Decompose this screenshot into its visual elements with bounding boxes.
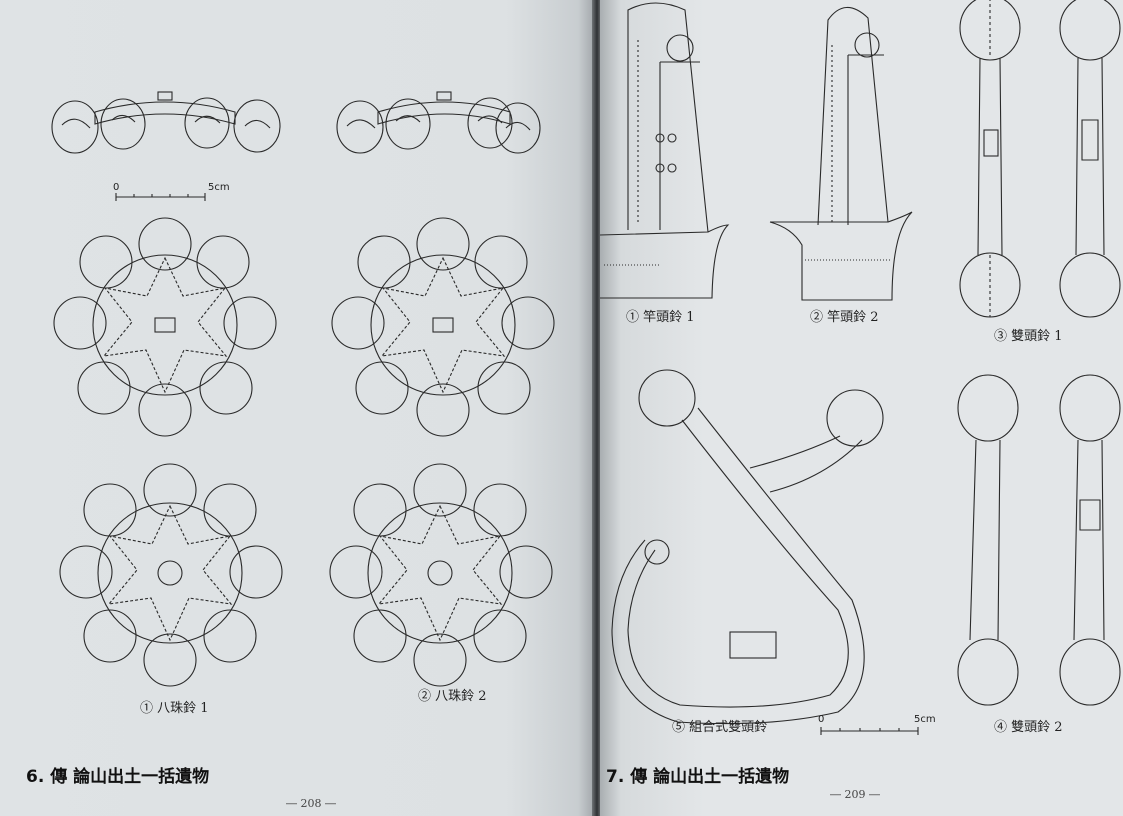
scale-bar-right [820,727,919,735]
double-headed-bell-1 [959,0,1121,318]
scale-end-label: 5cm [208,182,230,193]
figure-caption: ① 八珠鈴 1 [140,701,209,716]
double-headed-bell-2 [957,374,1121,706]
pole-top-bell-2 [769,6,913,301]
page-number: ― 209 ― [830,788,880,801]
figure-caption: ⑤ 組合式雙頭鈴 [672,720,768,735]
page-number: ― 208 ― [286,797,336,810]
bell-side-view-2 [336,91,541,154]
scale-end-label: 5cm [914,714,936,725]
scale-bar-left [115,193,206,201]
pole-top-bell-1 [600,2,730,299]
figure-caption: ① 竿頭鈴 1 [626,310,695,325]
eight-bell-rattle-1-bottom [59,463,283,687]
eight-bell-rattle-2-bottom [329,463,553,687]
figure-caption: ③ 雙頭鈴 1 [994,329,1063,344]
eight-bell-rattle-2-top [331,217,555,437]
book-spine [592,0,602,816]
left-page: 0 5cm ① 八珠鈴 1 ② 八珠鈴 2 6. 傳 論山出土一括遺物 ― 20… [0,0,596,816]
right-page: ① 竿頭鈴 1 ② 竿頭鈴 2 ③ 雙頭鈴 1 ④ 雙頭鈴 2 ⑤ 組合式雙頭鈴… [600,0,1123,816]
eight-bell-rattle-1-top [53,217,277,437]
figure-caption: ② 竿頭鈴 2 [810,310,879,325]
scale-start-label: 0 [113,182,120,193]
left-page-drawings [51,91,555,687]
combined-double-headed-bell [611,369,884,725]
scale-start-label: 0 [818,714,825,725]
right-page-drawings [600,0,1121,735]
bell-side-view-1 [51,91,281,154]
figure-caption: ② 八珠鈴 2 [418,689,487,704]
figure-caption: ④ 雙頭鈴 2 [994,720,1063,735]
section-title: 6. 傳 論山出土一括遺物 [26,767,210,787]
section-title: 7. 傳 論山出土一括遺物 [606,767,790,787]
